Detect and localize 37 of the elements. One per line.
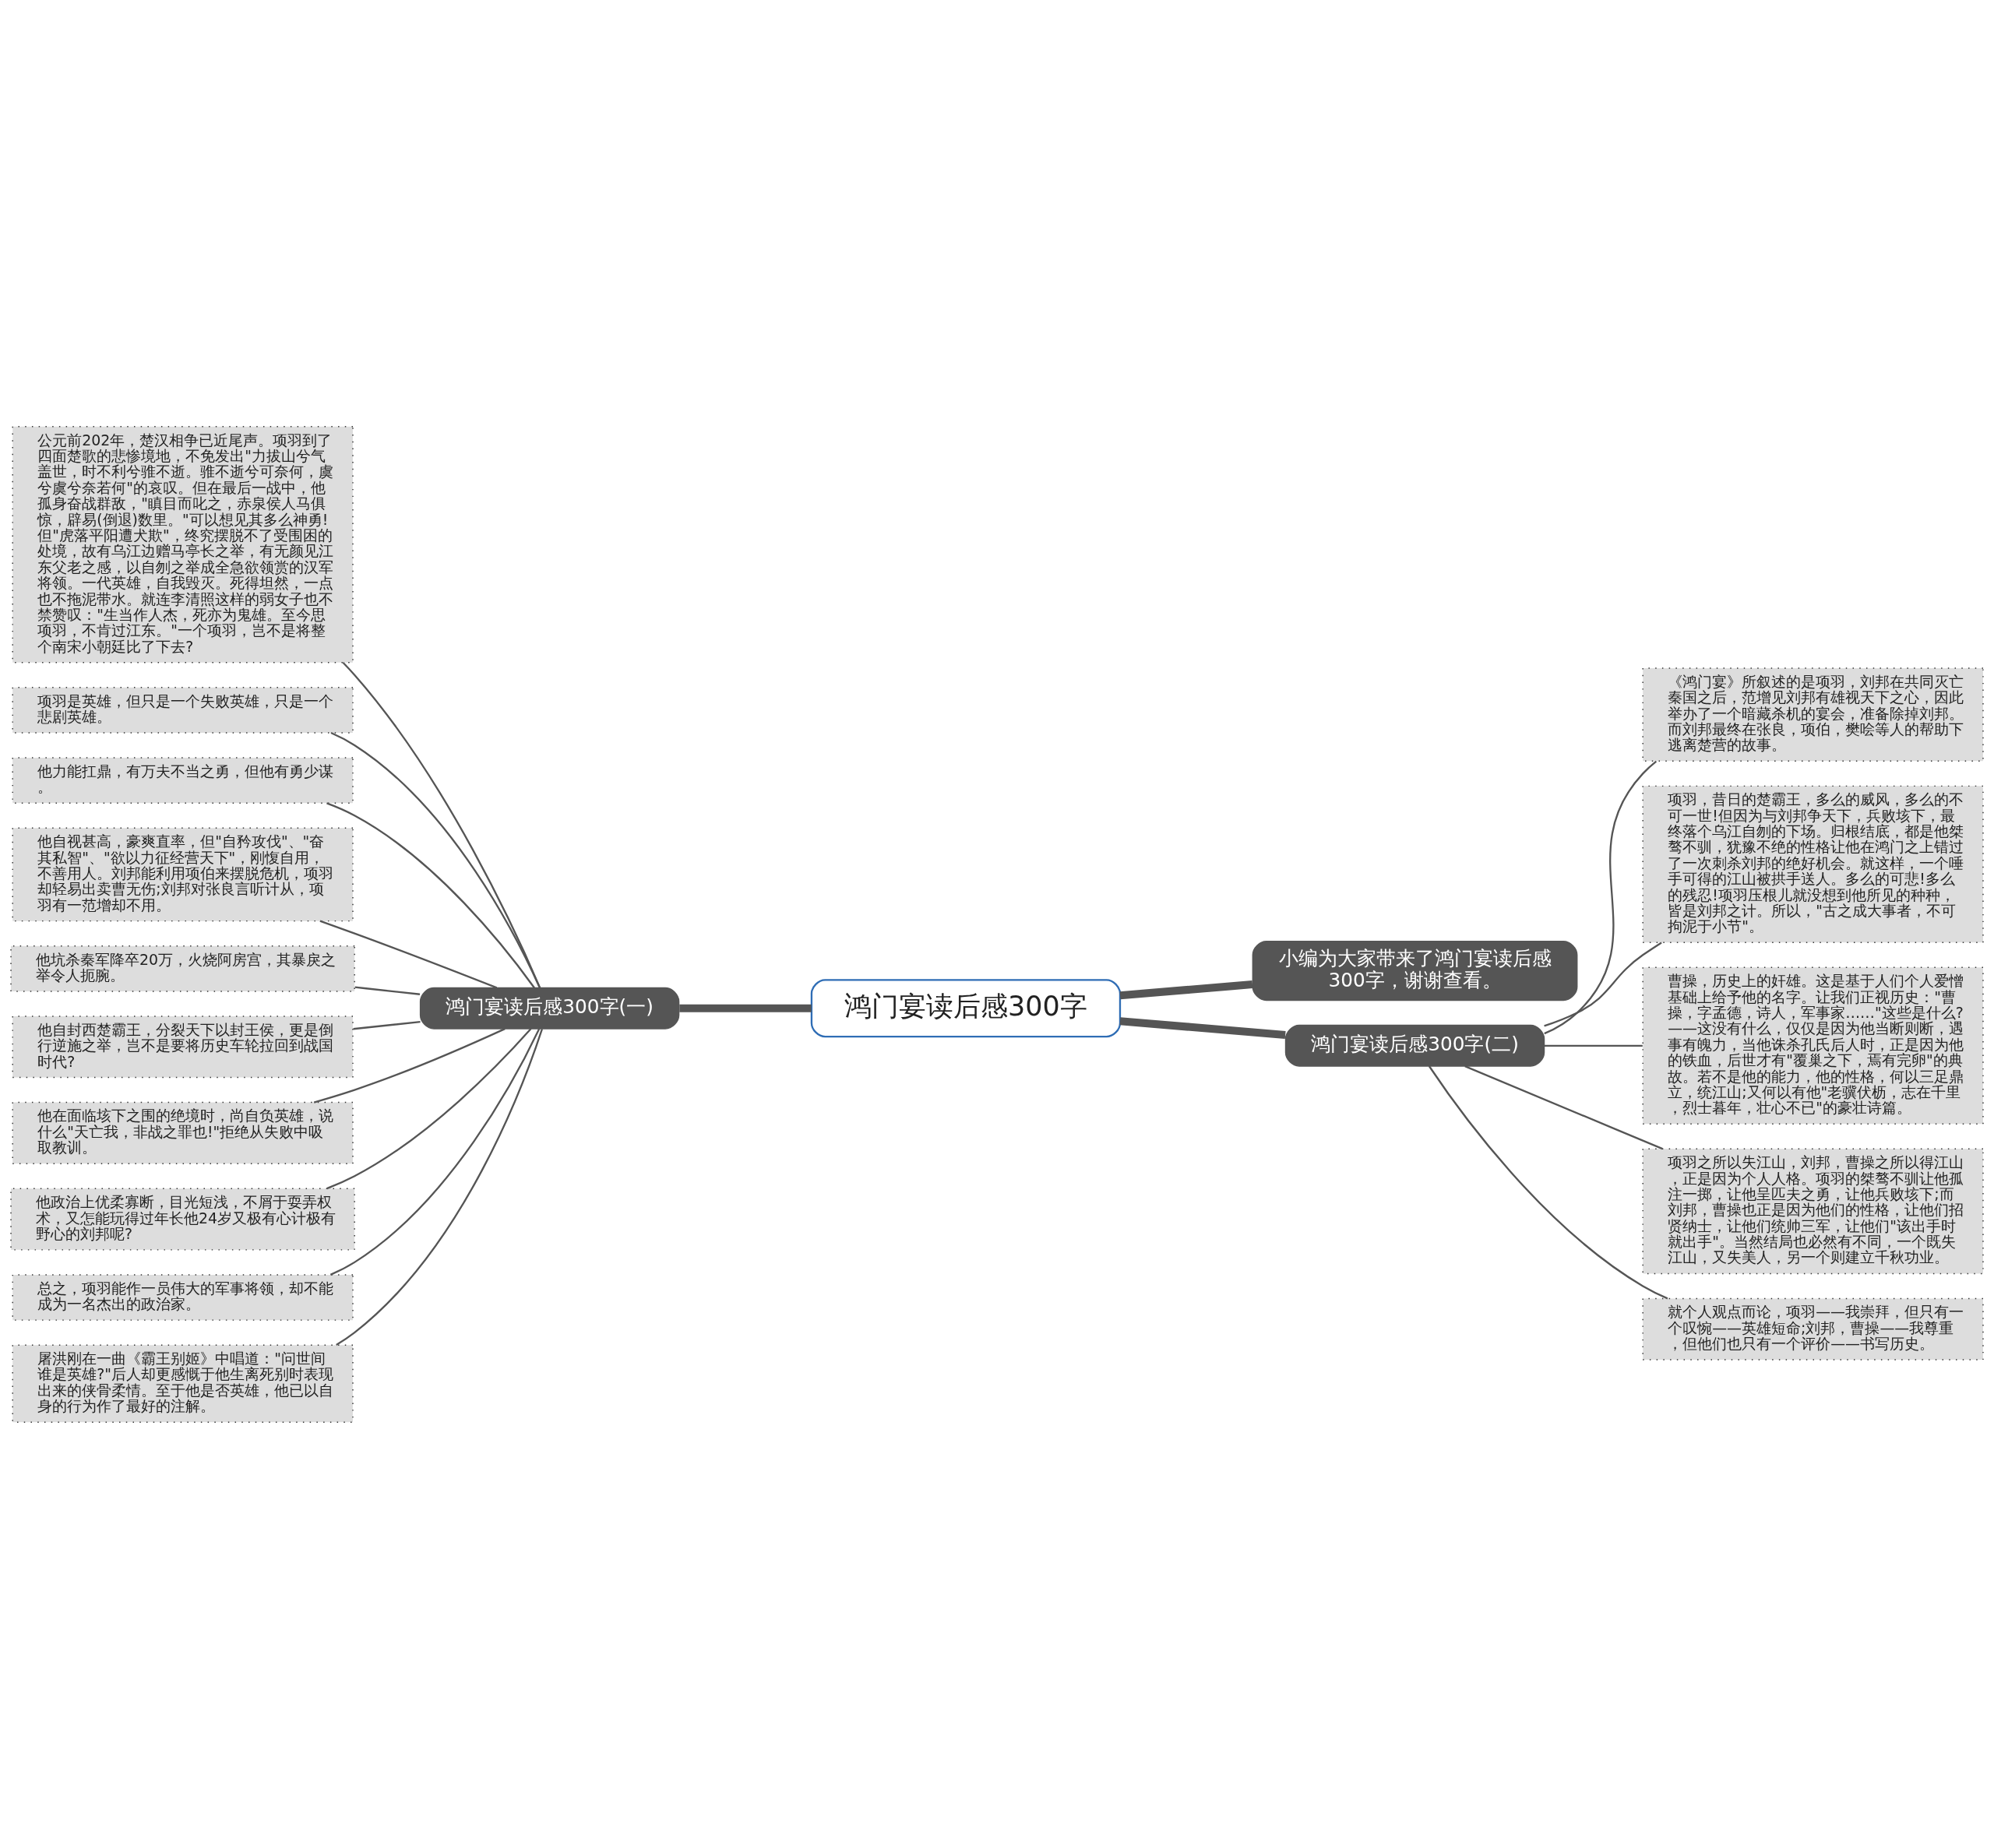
connector <box>1464 1065 1663 1149</box>
node-box: 鸿门宴读后感300字(一) <box>419 987 680 1030</box>
connector <box>679 1004 812 1012</box>
connector <box>353 1020 421 1030</box>
connector <box>1428 1065 1668 1299</box>
connector <box>342 661 541 988</box>
node-box: 小编为大家带来了鸿门宴读后感300字，谢谢查看。 <box>1252 940 1578 1001</box>
connector <box>326 801 535 988</box>
node-box: 他在面临垓下之围的绝境时，尚自负英雄，说什么"天亡我，非战之罪也!"拒绝从失败中吸取教训。 <box>12 1101 354 1164</box>
node-box: 《鸿门宴》所叙述的是项羽，刘邦在共同灭亡秦国之后，范增见刘邦有雄视天下之心，因此举办了一个暗藏杀机的宴会，准备除掉刘邦。而刘邦最终在张良，项伯，樊哙等人的帮助下逃离楚营的故事。 <box>1642 667 1984 762</box>
node-box: 屠洪刚在一曲《霸王别姬》中唱道："问世间谁是英雄?"后人却更感慨于他生离死别时表现出来的侠骨柔情。至于他是否英雄，他已以自身的行为作了最好的注解。 <box>12 1343 354 1423</box>
connector <box>1119 1016 1286 1039</box>
connector <box>313 1027 506 1104</box>
node-box: 就个人观点而论，项羽——我崇拜，但只有一个叹惋——英雄短命;刘邦，曹操——我尊重，但他们也只有一个评价——书写历史。 <box>1642 1297 1984 1360</box>
node-box: 他坑杀秦军降卒20万，火烧阿房宫，其暴戾之举令人扼腕。 <box>10 945 355 992</box>
node-box: 他政治上优柔寡断，目光短浅，不屑于耍弄权术，又怎能玩得过年长他24岁又极有心计极有野心的刘邦呢? <box>10 1188 355 1251</box>
node-box: 项羽，昔日的楚霸王，多么的威风，多么的不可一世!但因为与刘邦争天下，兵败垓下，最终落个乌江自刎的下场。归根结底，都是他桀骜不驯，犹豫不绝的性格让他在鸿门之上错过了一次刺杀刘邦的绝好机会。就这样，一个唾手可得的江山被拱手送人。多么的可悲!多么的残忍!项羽压根儿就没想到他所见的种种，皆是刘邦之计。所以，"古之成大事者，不可拘泥于小节"。 <box>1642 785 1984 943</box>
node-box: 公元前202年，楚汉相争已近尾声。项羽到了四面楚歌的悲惨境地，不免发出"力拔山兮气盖世，时不利兮骓不逝。骓不逝兮可奈何，虞兮虞兮奈若何"的哀叹。但在最后一战中，他孤身奋战群敌，"瞋目而叱之，赤泉侯人马俱惊，辟易(倒退)数里。"可以想见其多么神勇!但"虎落平阳遭犬欺"，终究摆脱不了受围困的处境，故有乌江边赠马亭长之举，有无颜见江东父老之感，以自刎之举成全急欲领赏的汉军将领。一代英雄，自我毁灭。死得坦然，一点也不拖泥带水。就连李清照这样的弱女子也不禁赞叹："生当作人杰，死亦为鬼雄。至今思项羽，不肯过江东。"一个项羽，岂不是将整个南宋小朝廷比了下去? <box>12 425 354 663</box>
node-box: 鸿门宴读后感300字(二) <box>1284 1024 1545 1067</box>
node-box: 他自视甚高，豪爽直率，但"自矜攻伐"、"奋其私智"、"欲以力征经营天下"，刚愎自用，不善用人。刘邦能利用项伯来摆脱危机，项羽却轻易出卖曹无伤;刘邦对张良言听计从，项羽有一范增却不用。 <box>12 827 354 921</box>
node-box: 鸿门宴读后感300字 <box>810 978 1122 1037</box>
connector <box>329 1027 541 1276</box>
node-box: 项羽之所以失江山，刘邦，曹操之所以得江山，正是因为个人人格。项羽的桀骜不驯让他孤注一掷，让他呈匹夫之勇，让他兵败垓下;而刘邦，曹操也正是因为他们的性格，让他们招贤纳士，让他们统帅三军，让他们"该出手时就出手"。当然结局也必然有不同，一个既失江山，又失美人，另一个则建立千秋功业。 <box>1642 1148 1984 1274</box>
connector <box>326 1027 532 1189</box>
connector <box>1119 980 1253 999</box>
node-box: 项羽是英雄，但只是一个失败英雄，只是一个悲剧英雄。 <box>12 686 354 734</box>
node-box: 他自封西楚霸王，分裂天下以封王侯，更是倒行逆施之举，岂不是要将历史车轮拉回到战国时代? <box>12 1015 354 1078</box>
node-box: 他力能扛鼎，有万夫不当之勇，但他有勇少谋。 <box>12 756 354 804</box>
connector <box>336 1028 544 1346</box>
connector <box>319 920 498 988</box>
connector <box>1544 1044 1643 1047</box>
connector <box>1544 760 1658 1034</box>
node-box: 总之，项羽能作一员伟大的军事将领，却不能成为一名杰出的政治家。 <box>12 1273 354 1321</box>
node-box: 曹操，历史上的奸雄。这是基于人们个人爱憎基础上给予他的名字。让我们正视历史："曹操，字孟德，诗人，军事家……"这些是什么?——这没有什么，仅仅是因为他当断则断，遇事有魄力，当他诛杀孔氏后人时，正是因为他的铁血，后世才有"覆巢之下，焉有完卵"的典故。若不是他的能力，他的性格，何以三足鼎立，统江山;又何以有他"老骥伏枥，志在千里，烈士暮年，壮心不已"的豪壮诗篇。 <box>1642 966 1984 1125</box>
connector <box>330 731 541 988</box>
connector <box>354 986 421 995</box>
connector <box>1544 941 1662 1027</box>
